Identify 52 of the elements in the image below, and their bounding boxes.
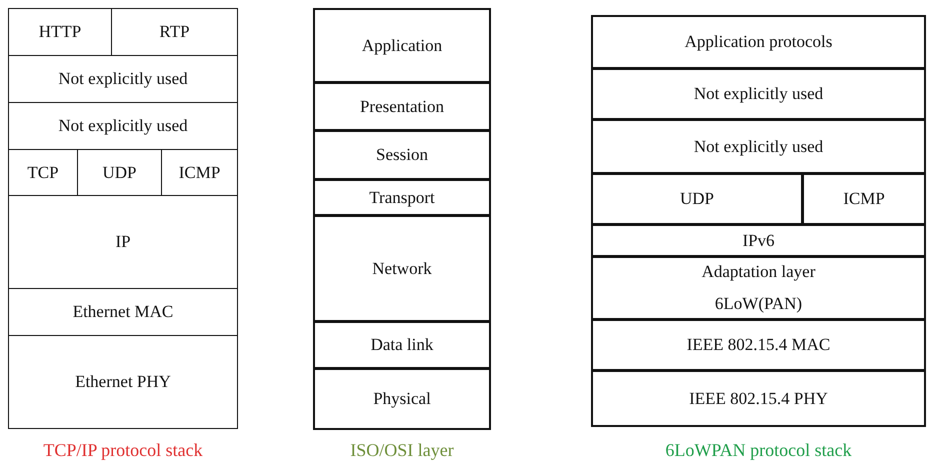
layer-label: HTTP bbox=[38, 21, 82, 44]
layer-box bbox=[8, 102, 238, 150]
layer-box bbox=[8, 8, 112, 56]
layer-box bbox=[591, 68, 926, 120]
layer-box bbox=[8, 288, 238, 336]
layer-box bbox=[591, 319, 926, 371]
layer-label: Application protocols bbox=[684, 31, 832, 54]
layer-label: IEEE 802.15.4 PHY bbox=[689, 388, 828, 410]
layer-box bbox=[111, 8, 238, 56]
layer-box bbox=[313, 8, 491, 83]
layer-box bbox=[313, 321, 491, 369]
layer-label: TCP bbox=[27, 162, 59, 184]
layer-box bbox=[8, 55, 238, 103]
stack-caption: ISO/OSI layer bbox=[349, 440, 455, 461]
layer-label: IPv6 bbox=[742, 230, 775, 252]
layer-label: Network bbox=[372, 258, 432, 280]
layer-label: Session bbox=[376, 144, 428, 166]
layer-label: ICMP bbox=[178, 162, 220, 184]
layer-box bbox=[8, 335, 238, 429]
layer-label: Not explicitly used bbox=[58, 115, 188, 138]
layer-label: ICMP bbox=[843, 188, 885, 210]
stack-caption: TCP/IP protocol stack bbox=[42, 440, 204, 461]
layer-box bbox=[313, 82, 491, 131]
layer-box bbox=[591, 173, 803, 225]
layer-label: UDP bbox=[102, 162, 136, 184]
layer-box bbox=[8, 195, 238, 289]
layer-label: Not explicitly used bbox=[694, 83, 824, 106]
layer-label: Not explicitly used bbox=[694, 136, 824, 158]
layer-box bbox=[802, 173, 926, 225]
layer-label: IP bbox=[115, 231, 131, 254]
stack-caption: 6LoWPAN protocol stack bbox=[664, 440, 853, 461]
layer-box bbox=[313, 130, 491, 180]
layer-box bbox=[313, 215, 491, 322]
layer-label: Not explicitly used bbox=[58, 68, 188, 90]
layer-label: Data link bbox=[370, 334, 434, 356]
layer-box bbox=[591, 119, 926, 174]
layer-label: Transport bbox=[369, 186, 435, 209]
layer-label: RTP bbox=[159, 21, 190, 44]
layer-label: Presentation bbox=[360, 96, 444, 118]
layer-label: Ethernet MAC bbox=[72, 301, 174, 324]
layer-label: Physical bbox=[373, 388, 431, 410]
layer-box bbox=[313, 179, 491, 216]
layer-label: UDP bbox=[680, 188, 714, 210]
layer-box bbox=[591, 15, 926, 69]
layer-label: IEEE 802.15.4 MAC bbox=[686, 334, 830, 356]
layer-box bbox=[313, 368, 491, 430]
layer-box bbox=[591, 256, 926, 320]
layer-box bbox=[591, 224, 926, 257]
layer-label: Application bbox=[362, 34, 442, 57]
layer-box bbox=[591, 370, 926, 427]
layer-label: Ethernet PHY bbox=[75, 371, 171, 394]
layer-label: Adaptation layer 6LoW(PAN) bbox=[700, 260, 816, 315]
